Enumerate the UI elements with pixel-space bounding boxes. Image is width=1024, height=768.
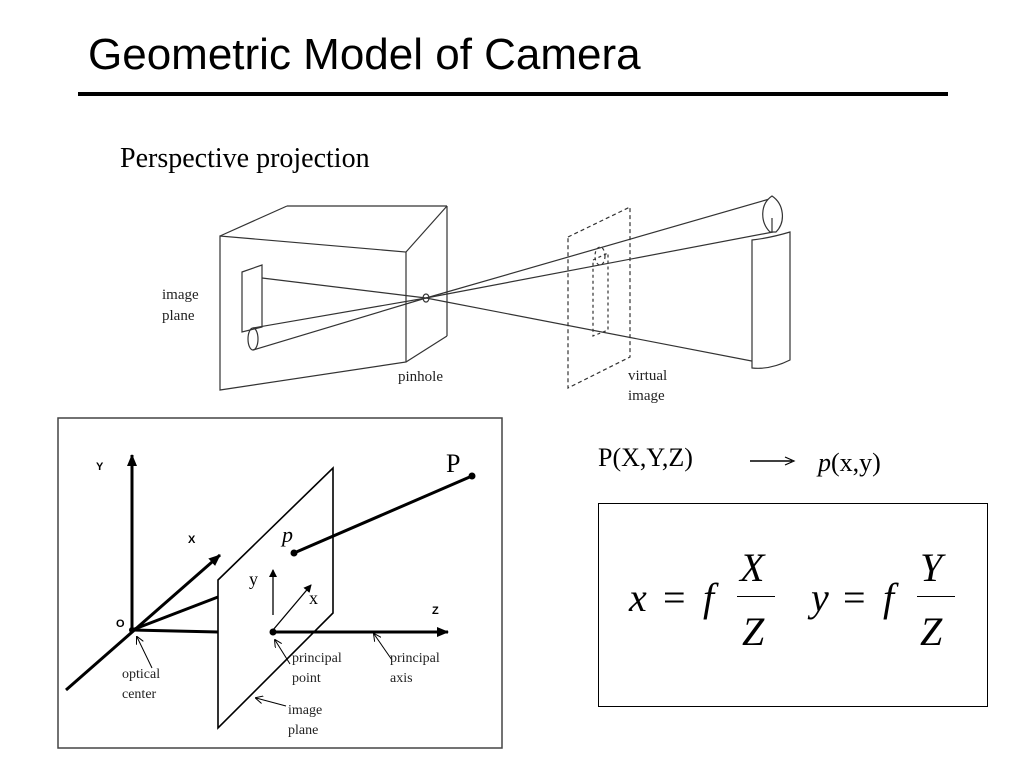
virtual-image-plane xyxy=(567,206,631,389)
pointer-image-plane xyxy=(256,698,287,707)
label-virtual-image-2: image xyxy=(628,388,665,404)
label-image-plane-1: image xyxy=(288,703,322,718)
x-axis xyxy=(65,553,221,692)
label-image-plane-1: image xyxy=(162,287,199,303)
formula-x-numerator: X xyxy=(740,545,765,590)
principal-point-dot xyxy=(269,628,277,636)
label-point-p: p xyxy=(280,522,293,547)
ray-p-to-P xyxy=(293,474,473,555)
inner-ray-3 xyxy=(252,297,427,351)
pointer-principal-point xyxy=(275,640,291,665)
camera-box-bottom-right-edge xyxy=(405,335,448,363)
label-image-plane-2: plane xyxy=(162,308,195,324)
formula-y-numerator: Y xyxy=(920,545,943,590)
outer-ray-2 xyxy=(425,231,774,299)
virtual-image-flame xyxy=(594,246,606,266)
label-axis-z: Z xyxy=(432,605,439,617)
label-image-plane-2: plane xyxy=(288,723,318,738)
origin-point xyxy=(129,627,135,633)
inner-ray-1 xyxy=(261,277,427,299)
outer-ray-1 xyxy=(425,197,774,299)
label-origin: O xyxy=(116,618,125,630)
mapping-to-rest: (x,y) xyxy=(831,448,881,477)
formula-y-equals: = xyxy=(843,575,866,620)
label-point-P: P xyxy=(446,449,460,478)
title-underline xyxy=(78,92,948,96)
formula-x-denominator: Z xyxy=(742,609,765,654)
label-principal-axis-1: principal xyxy=(390,651,440,666)
slide-title: Geometric Model of Camera xyxy=(88,30,641,79)
label-principal-axis-2: axis xyxy=(390,671,413,686)
image-plane-parallelogram xyxy=(217,466,334,730)
label-image-y: y xyxy=(249,569,258,589)
label-principal-point-2: point xyxy=(292,671,321,686)
formula-y-f: f xyxy=(883,575,895,620)
formula-y-denominator: Z xyxy=(920,609,943,654)
inner-ray-2 xyxy=(252,297,427,329)
label-axis-x: X xyxy=(188,534,196,546)
formula-x-f: f xyxy=(703,575,715,620)
outer-ray-3 xyxy=(425,297,763,364)
label-principal-point-1: principal xyxy=(292,651,342,666)
camera-box-top-left-edge xyxy=(219,205,288,237)
formula-y-fraction-bar xyxy=(917,596,955,597)
mapping-to: p(x,y) xyxy=(818,448,881,478)
camera-box-top-right-edge xyxy=(405,205,448,253)
formula-box: x = f X Z y = f Y Z xyxy=(598,503,988,707)
pointer-optical-center xyxy=(137,637,153,669)
formula-x-fraction-bar xyxy=(737,596,775,597)
z-axis-left xyxy=(131,628,219,634)
pointer-principal-axis xyxy=(374,634,393,661)
label-optical-center-2: center xyxy=(122,687,157,702)
label-image-x: x xyxy=(309,588,318,608)
mapping-from: P(X,Y,Z) xyxy=(598,443,693,472)
camera-box-front-face xyxy=(219,235,407,391)
point-P-dot xyxy=(468,472,476,480)
label-optical-center-1: optical xyxy=(122,667,160,682)
slide-subtitle: Perspective projection xyxy=(120,143,370,174)
image-x-axis xyxy=(272,584,312,631)
label-pinhole: pinhole xyxy=(398,369,443,385)
formula-x-lhs: x xyxy=(629,575,647,620)
ray-origin-to-plane xyxy=(131,595,219,632)
candle-flame xyxy=(762,195,783,233)
mapping-to-italic: p xyxy=(818,448,831,477)
label-virtual-image-1: virtual xyxy=(628,368,667,384)
formula-x-equals: = xyxy=(663,575,686,620)
candle-body xyxy=(751,231,791,369)
formula-y-lhs: y xyxy=(811,575,829,620)
label-axis-y: Y xyxy=(96,461,104,473)
point-p-dot xyxy=(290,549,298,557)
